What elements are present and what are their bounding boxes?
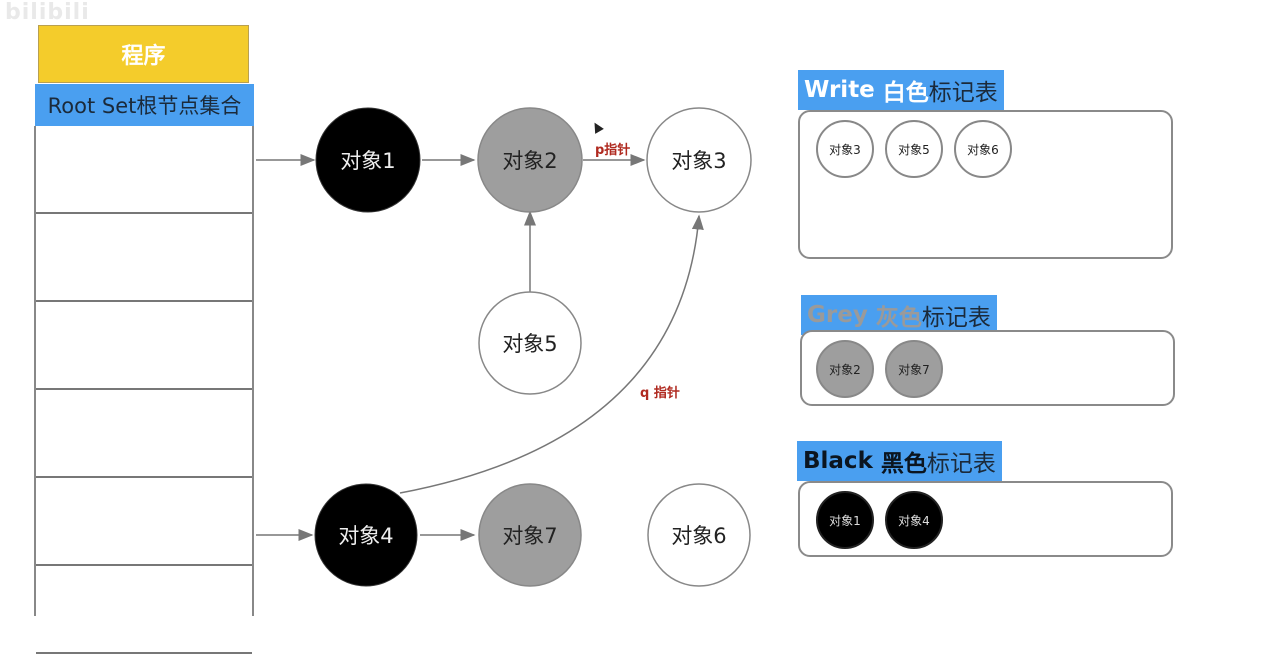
black-item-2: 对象4 bbox=[885, 491, 943, 549]
node-obj2-label: 对象2 bbox=[502, 149, 557, 173]
node-obj6-label: 对象6 bbox=[671, 524, 726, 548]
node-obj5-label: 对象5 bbox=[502, 332, 557, 356]
program-box: 程序 bbox=[38, 25, 249, 83]
black-table-box: 对象1 对象4 bbox=[798, 481, 1173, 557]
node-obj6: 对象6 bbox=[647, 483, 751, 587]
p-pointer-label: p指针 bbox=[595, 142, 630, 158]
root-slot-3 bbox=[36, 302, 252, 390]
black-item-1: 对象1 bbox=[816, 491, 874, 549]
node-obj2: 对象2 bbox=[477, 107, 583, 213]
black-table-title: Black 黑色 标记表 bbox=[797, 441, 1002, 481]
black-title-rest: 标记表 bbox=[926, 451, 996, 477]
node-obj5: 对象5 bbox=[478, 291, 582, 395]
edge-obj4-obj3 bbox=[399, 214, 704, 494]
root-set-label: Root Set根节点集合 bbox=[47, 94, 242, 118]
node-obj7-label: 对象7 bbox=[502, 524, 557, 548]
root-slot-4 bbox=[36, 390, 252, 478]
node-obj4-label: 对象4 bbox=[338, 524, 393, 548]
node-obj3-label: 对象3 bbox=[671, 149, 726, 173]
grey-table-box: 对象2 对象7 bbox=[800, 330, 1175, 406]
grey-table-title: Grey 灰色 标记表 bbox=[801, 295, 997, 335]
node-obj1-label: 对象1 bbox=[340, 149, 395, 173]
q-pointer-label: q 指针 bbox=[640, 385, 680, 401]
grey-item-2: 对象7 bbox=[885, 340, 943, 398]
root-slot-5 bbox=[36, 478, 252, 566]
grey-item-1: 对象2 bbox=[816, 340, 874, 398]
node-obj3: 对象3 bbox=[646, 107, 752, 213]
grey-title-cn: 灰色 bbox=[875, 305, 922, 331]
grey-title-rest: 标记表 bbox=[921, 305, 991, 331]
object-graph: p指针 q 指针 对象1 对象2 对象3 对象5 对象4 对象7 对象6 bbox=[256, 107, 752, 587]
root-set-header: Root Set根节点集合 bbox=[35, 84, 254, 126]
white-title-en: Write bbox=[804, 77, 875, 103]
node-obj4: 对象4 bbox=[314, 483, 418, 587]
program-label: 程序 bbox=[121, 44, 166, 69]
root-slot-2 bbox=[36, 214, 252, 302]
root-slot-1 bbox=[36, 126, 252, 214]
watermark: bilibili bbox=[5, 0, 90, 25]
white-title-rest: 标记表 bbox=[928, 80, 998, 106]
white-item-3: 对象6 bbox=[954, 120, 1012, 178]
white-item-1: 对象3 bbox=[816, 120, 874, 178]
white-item-2: 对象5 bbox=[885, 120, 943, 178]
node-obj1: 对象1 bbox=[315, 107, 421, 213]
node-obj7: 对象7 bbox=[478, 483, 582, 587]
black-title-cn: 黑色 bbox=[880, 451, 927, 477]
white-table-box: 对象3 对象5 对象6 bbox=[798, 110, 1173, 259]
black-title-en: Black bbox=[803, 448, 873, 474]
white-title-cn: 白色 bbox=[882, 80, 929, 106]
white-table-title: Write 白色 标记表 bbox=[798, 70, 1004, 110]
grey-title-en: Grey bbox=[807, 302, 868, 328]
